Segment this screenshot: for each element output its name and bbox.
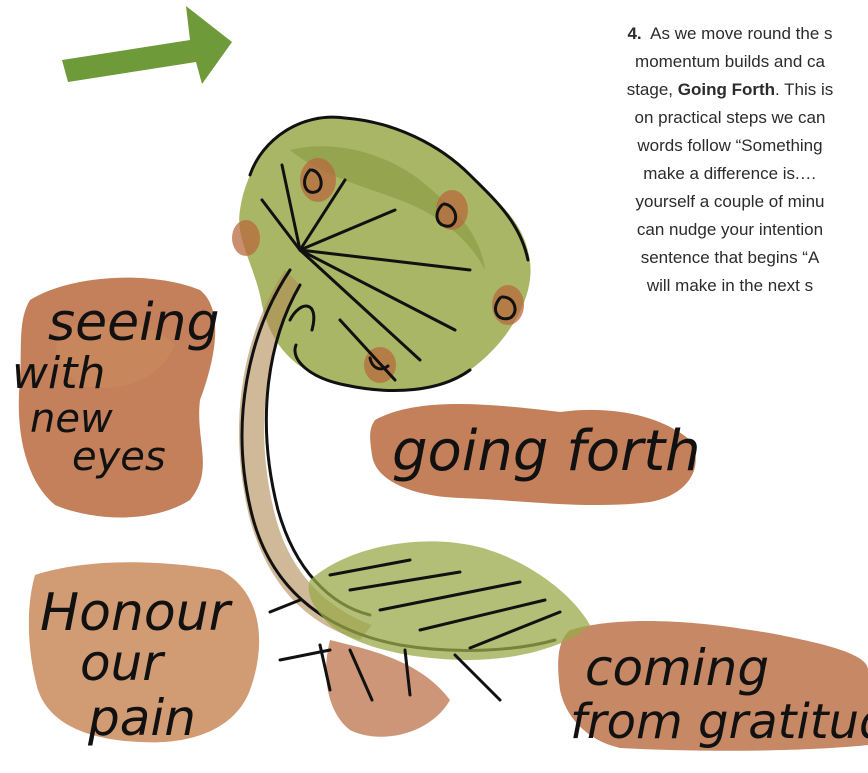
caption-line-3: stage, Going Forth. This is [560,76,868,104]
label-going-forth: going forth [392,419,701,484]
green-arrow-icon [62,6,232,84]
caption-line-2: momentum builds and ca [560,48,868,76]
leaf-spot [232,220,260,256]
caption-line-1: 4. As we move round the s [560,20,868,48]
label-with: with [12,348,105,399]
caption-step-number: 4. [627,24,641,43]
label-gratitude: from gratitude [570,694,868,750]
caption-line-9: sentence that begins “A [560,244,868,272]
caption-line-3-post: . This is [775,80,833,99]
caption-line-5: words follow “Something [560,132,868,160]
label-seeing: seeing [48,293,220,353]
label-our: our [80,634,166,692]
label-eyes: eyes [72,434,166,480]
label-pain: pain [87,689,196,747]
caption-line-8: can nudge your intention [560,216,868,244]
caption-line-10: will make in the next s [560,272,868,300]
caption-line-1-text: As we move round the s [650,24,832,43]
caption-line-3-pre: stage, [627,80,673,99]
caption-going-forth-bold: Going Forth [678,80,775,99]
caption-line-6: make a difference is.… [560,160,868,188]
caption-line-7: yourself a couple of minu [560,188,868,216]
label-coming: coming [585,639,769,697]
caption-line-4: on practical steps we can [560,104,868,132]
roots-leaf [309,541,590,660]
caption-text: 4. As we move round the s momentum build… [560,20,868,300]
